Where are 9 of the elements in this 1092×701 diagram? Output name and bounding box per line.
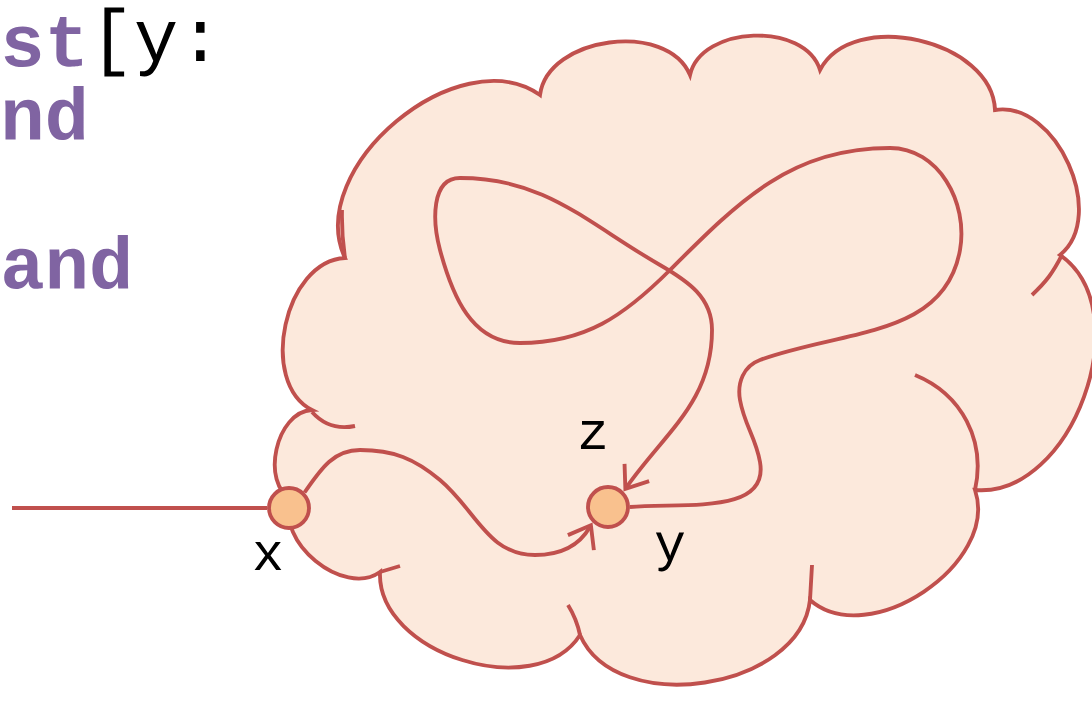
point-label: y [655, 532, 685, 572]
point-label: x [254, 542, 282, 570]
code-text: [y: [104, 7, 205, 77]
code-text: and [4, 234, 129, 290]
code-text: st [4, 17, 82, 67]
code-text: nd [5, 85, 84, 141]
arrow [302, 448, 596, 557]
point-label: z [580, 421, 605, 449]
arrow [433, 146, 964, 509]
